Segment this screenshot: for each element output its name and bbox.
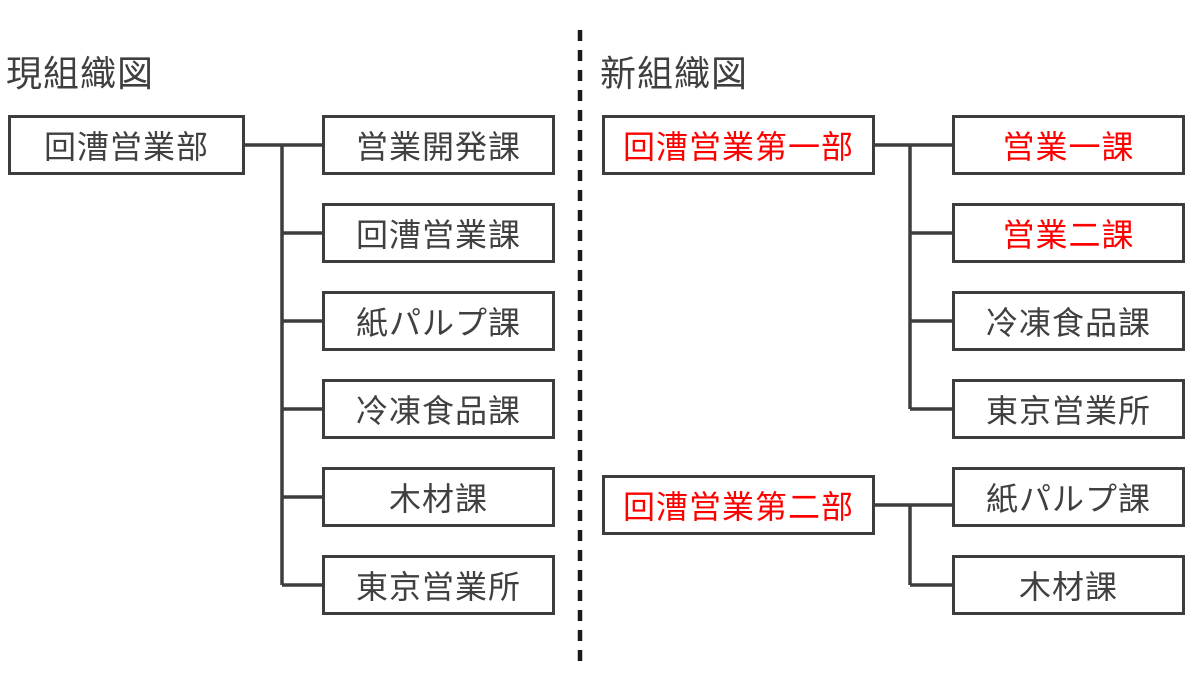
new-group1-child-box: 冷凍食品課 <box>952 291 1185 351</box>
current-child-box: 営業開発課 <box>322 115 555 175</box>
new-group2-child-box: 木材課 <box>952 555 1185 615</box>
new-parent1-box: 回漕営業第一部 <box>602 115 875 175</box>
new-group1-child-box: 営業二課 <box>952 203 1185 263</box>
current-org-title: 現組織図 <box>6 53 155 94</box>
new-org-group1-connectors <box>875 143 952 411</box>
new-org-title: 新組織図 <box>600 53 749 94</box>
new-org-group2-connectors <box>875 503 952 587</box>
current-parent-box: 回漕営業部 <box>8 115 245 175</box>
new-parent2-box: 回漕営業第二部 <box>602 475 875 535</box>
current-child-box: 木材課 <box>322 467 555 527</box>
current-org-connectors <box>245 143 322 587</box>
new-group2-child-box: 紙パルプ課 <box>952 467 1185 527</box>
current-child-box: 東京営業所 <box>322 555 555 615</box>
current-child-box: 回漕営業課 <box>322 203 555 263</box>
current-child-box: 紙パルプ課 <box>322 291 555 351</box>
new-group1-child-box: 東京営業所 <box>952 379 1185 439</box>
current-child-box: 冷凍食品課 <box>322 379 555 439</box>
new-group1-child-box: 営業一課 <box>952 115 1185 175</box>
